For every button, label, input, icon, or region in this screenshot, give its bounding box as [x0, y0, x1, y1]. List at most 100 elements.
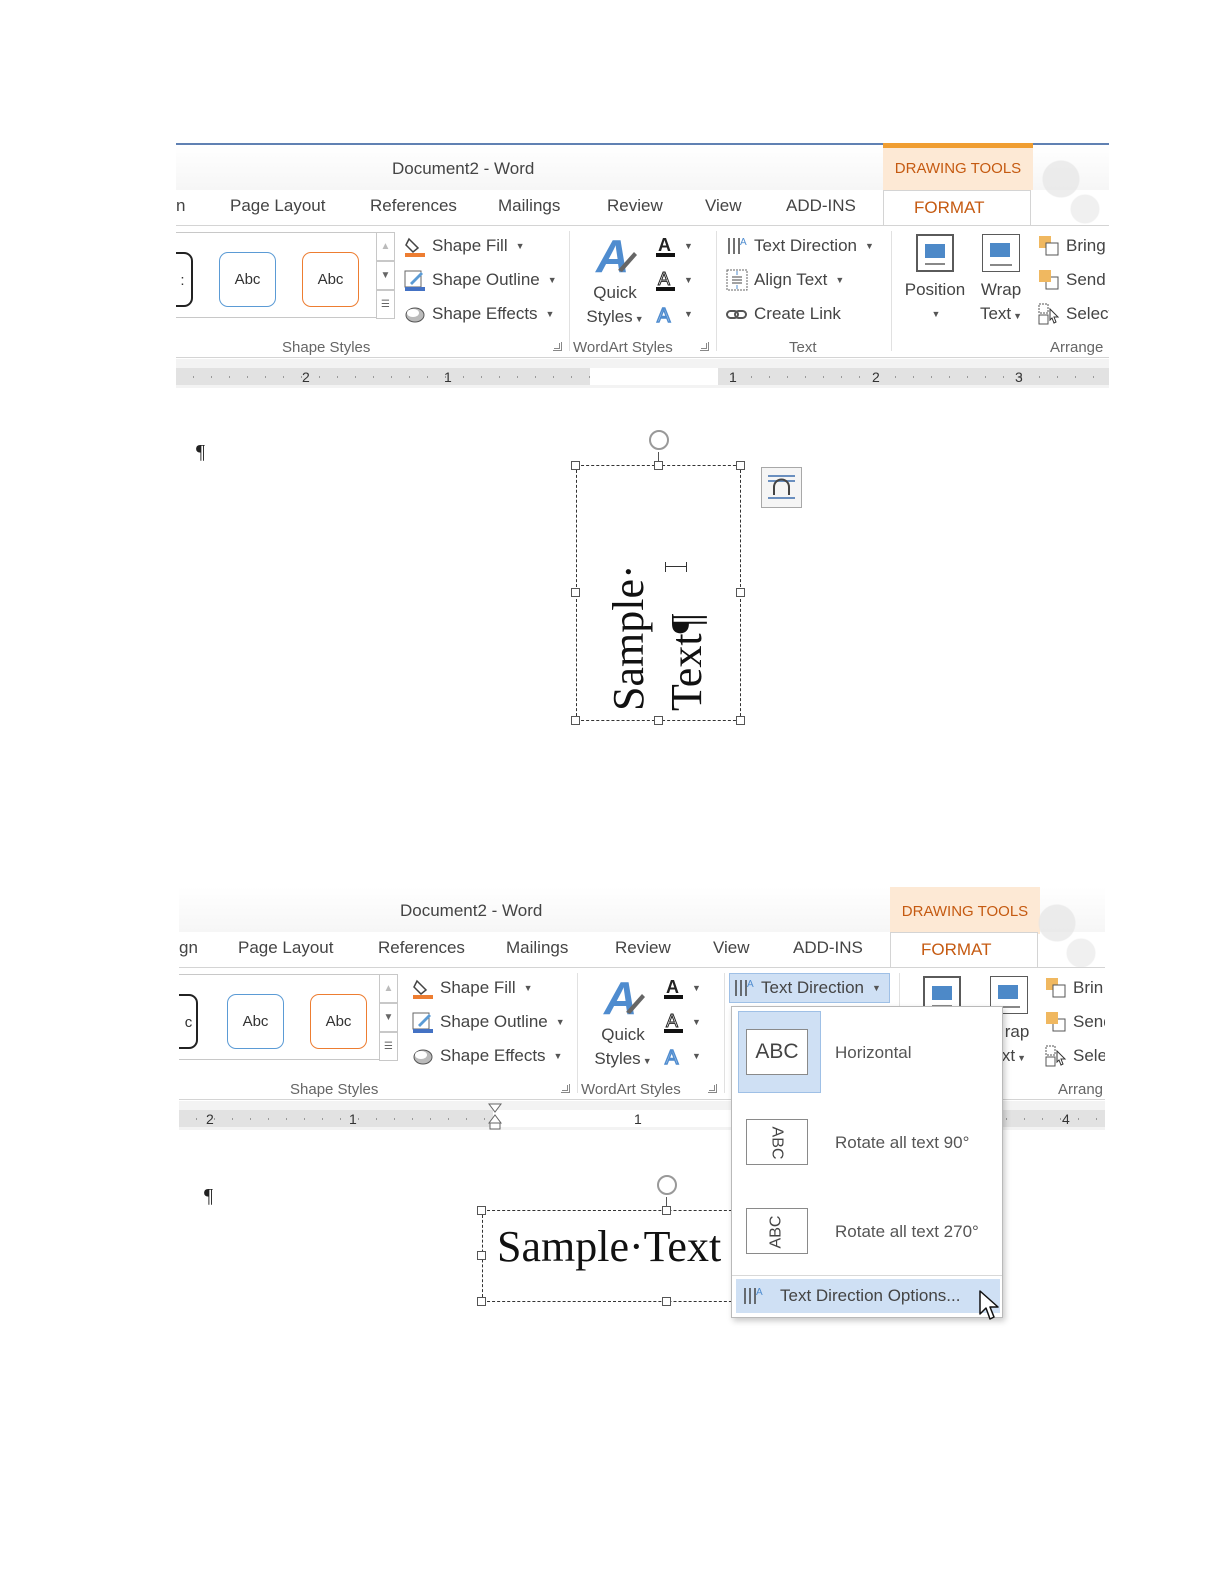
- resize-handle[interactable]: [736, 588, 745, 597]
- shape-effects-button[interactable]: Shape Effects▼: [412, 1043, 562, 1069]
- shape-outline-button[interactable]: Shape Outline▼: [404, 267, 557, 293]
- resize-handle[interactable]: [654, 716, 663, 725]
- tab-view[interactable]: View: [713, 938, 750, 957]
- wordart-styles-group-label: WordArt Styles: [581, 1081, 681, 1098]
- shape-style-blue[interactable]: Abc: [227, 994, 284, 1049]
- align-text-button[interactable]: Align Text▼: [726, 267, 844, 293]
- resize-handle[interactable]: [736, 716, 745, 725]
- chevron-down-icon: ▼: [684, 275, 693, 285]
- selection-pane-button[interactable]: Select: [1038, 301, 1109, 327]
- ruler-number: 2: [302, 369, 310, 385]
- tab-format[interactable]: FORMAT: [883, 190, 1031, 226]
- arrange-group-label: Arrange: [1050, 339, 1104, 356]
- rotate-handle-icon[interactable]: [657, 1175, 677, 1195]
- menu-item-label: Horizontal: [835, 1043, 912, 1062]
- text-box-horizontal[interactable]: Sample·Text: [482, 1210, 742, 1302]
- wrap-text-button[interactable]: Wrap Text▼: [973, 234, 1029, 328]
- tab-format[interactable]: FORMAT: [890, 932, 1038, 968]
- tab-review[interactable]: Review: [607, 196, 663, 215]
- tab-add-ins[interactable]: ADD-INS: [786, 196, 856, 215]
- text-box-vertical[interactable]: Sample· Text¶: [576, 465, 741, 721]
- text-fill-button[interactable]: A▼: [662, 975, 701, 1001]
- resize-handle[interactable]: [736, 461, 745, 470]
- send-backward-button[interactable]: Send: [1038, 267, 1106, 293]
- text-outline-button[interactable]: A▼: [662, 1009, 701, 1035]
- indent-marker-icon[interactable]: [488, 1103, 502, 1130]
- resize-handle[interactable]: [477, 1251, 486, 1260]
- mouse-pointer-icon: [979, 1290, 999, 1320]
- text-direction-options-item[interactable]: A Text Direction Options...: [736, 1279, 1000, 1313]
- resize-handle[interactable]: [477, 1297, 486, 1306]
- bring-forward-button[interactable]: Bring: [1038, 233, 1106, 259]
- text-effects-icon: A: [662, 1045, 684, 1070]
- text-outline-button[interactable]: A▼: [654, 267, 693, 293]
- gallery-scroll-down[interactable]: ▼: [379, 1003, 398, 1032]
- tab-mailings[interactable]: Mailings: [498, 196, 561, 215]
- dialog-launcher-icon[interactable]: [561, 1084, 570, 1093]
- menu-item-horizontal[interactable]: ABC Horizontal: [736, 1007, 1000, 1097]
- selection-pane-button[interactable]: Sele: [1045, 1043, 1105, 1069]
- shape-style-orange[interactable]: Abc: [310, 994, 367, 1049]
- send-label: Send: [1066, 270, 1106, 289]
- menu-item-rotate-270[interactable]: ABC Rotate all text 270°: [736, 1188, 1000, 1276]
- gallery-scroll-up[interactable]: ▲: [379, 974, 398, 1003]
- wordart-styles-group-label: WordArt Styles: [573, 339, 673, 356]
- shape-styles-group-label: Shape Styles: [282, 339, 371, 356]
- text-effects-button[interactable]: A▼: [662, 1043, 701, 1070]
- tab-references[interactable]: References: [378, 938, 465, 957]
- resize-handle[interactable]: [571, 461, 580, 470]
- tab-design-partial[interactable]: n: [176, 196, 186, 215]
- text-fill-icon: A: [654, 235, 676, 257]
- pencil-outline-icon: [412, 1011, 434, 1033]
- resize-handle[interactable]: [654, 461, 663, 470]
- gallery-more[interactable]: ☰: [379, 1032, 398, 1061]
- shape-fill-button[interactable]: Shape Fill▼: [412, 975, 533, 1001]
- quick-styles-button[interactable]: A Quick Styles▼: [580, 230, 650, 331]
- resize-handle[interactable]: [662, 1206, 671, 1215]
- quick-styles-button[interactable]: A Quick Styles▼: [588, 972, 658, 1073]
- create-link-button[interactable]: Create Link: [726, 301, 841, 327]
- create-link-label: Create Link: [754, 304, 841, 323]
- dialog-launcher-icon[interactable]: [553, 342, 562, 351]
- send-backward-button[interactable]: Send: [1045, 1009, 1105, 1035]
- menu-item-rotate-90[interactable]: ABC Rotate all text 90°: [736, 1099, 1000, 1187]
- shape-style-blue[interactable]: Abc: [219, 252, 276, 307]
- gallery-more[interactable]: ☰: [376, 290, 395, 319]
- text-effects-button[interactable]: A▼: [654, 301, 693, 328]
- resize-handle[interactable]: [571, 588, 580, 597]
- bring-forward-button[interactable]: Brin: [1045, 975, 1103, 1001]
- gallery-scroll-up[interactable]: ▲: [376, 232, 395, 261]
- tab-add-ins[interactable]: ADD-INS: [793, 938, 863, 957]
- ribbon-body: : Abc Abc ▲ ▼ ☰ Shape Fill▼ Shape Outlin…: [176, 225, 1109, 358]
- dialog-launcher-icon[interactable]: [700, 342, 709, 351]
- resize-handle[interactable]: [662, 1297, 671, 1306]
- ribbon-tabs: gn Page Layout References Mailings Revie…: [179, 932, 1105, 968]
- position-button[interactable]: Position ▼: [900, 234, 970, 326]
- ruler-number: 2: [872, 369, 880, 385]
- tab-page-layout[interactable]: Page Layout: [238, 938, 334, 957]
- tab-page-layout[interactable]: Page Layout: [230, 196, 326, 215]
- shape-effects-button[interactable]: Shape Effects▼: [404, 301, 554, 327]
- tab-references[interactable]: References: [370, 196, 457, 215]
- shape-style-dark[interactable]: :: [176, 252, 193, 307]
- shape-effects-icon: [412, 1045, 434, 1067]
- resize-handle[interactable]: [477, 1206, 486, 1215]
- shape-style-dark[interactable]: c: [179, 994, 198, 1049]
- text-direction-button[interactable]: A Text Direction▼: [726, 233, 874, 259]
- group-separator: [569, 231, 570, 351]
- gallery-scroll-down[interactable]: ▼: [376, 261, 395, 290]
- tab-view[interactable]: View: [705, 196, 742, 215]
- tab-review[interactable]: Review: [615, 938, 671, 957]
- layout-options-icon[interactable]: [761, 467, 802, 508]
- text-fill-button[interactable]: A▼: [654, 233, 693, 259]
- shape-fill-button[interactable]: Shape Fill▼: [404, 233, 525, 259]
- resize-handle[interactable]: [571, 716, 580, 725]
- shape-outline-button[interactable]: Shape Outline▼: [412, 1009, 565, 1035]
- text-direction-button[interactable]: A Text Direction▼: [729, 973, 890, 1003]
- shape-style-orange[interactable]: Abc: [302, 252, 359, 307]
- tab-design-partial[interactable]: gn: [179, 938, 198, 957]
- dialog-launcher-icon[interactable]: [708, 1084, 717, 1093]
- tab-mailings[interactable]: Mailings: [506, 938, 569, 957]
- paragraph-mark: ¶: [204, 1185, 214, 1207]
- rotate-handle-icon[interactable]: [649, 430, 669, 450]
